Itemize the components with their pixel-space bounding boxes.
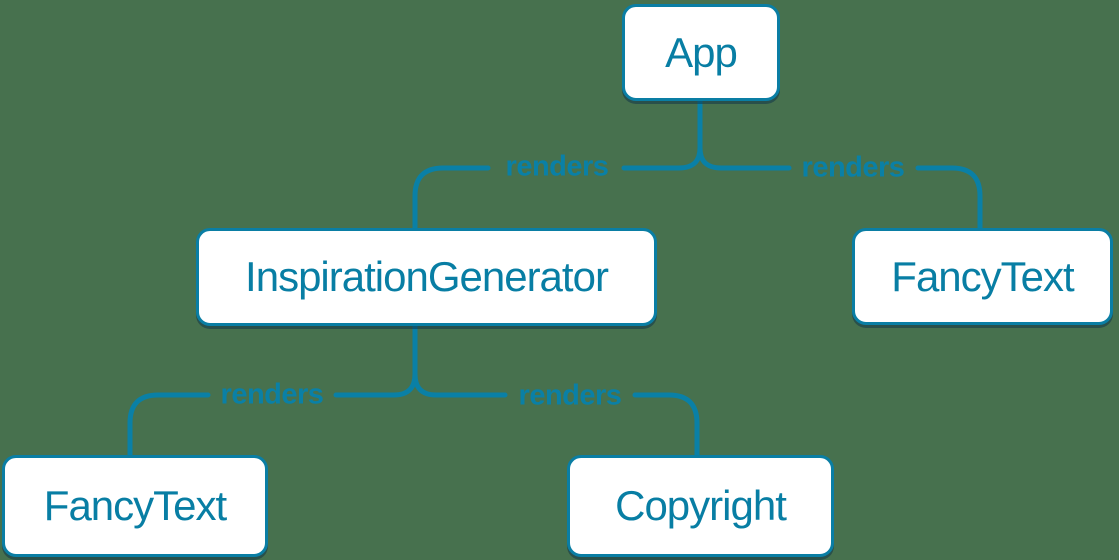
- edge-line-app-inspirationgenerator: [621, 145, 703, 171]
- node-fancy-text-top: FancyText: [852, 228, 1113, 325]
- node-fancy-text-top-label: FancyText: [891, 252, 1074, 300]
- edge-line-inspirationgenerator-copyright: [632, 392, 700, 458]
- node-inspiration-generator: InspirationGenerator: [196, 228, 657, 326]
- node-app: App: [622, 4, 780, 101]
- node-fancy-text-bottom: FancyText: [2, 455, 268, 557]
- edge-label-renders: renders: [801, 151, 905, 184]
- node-app-label: App: [665, 28, 738, 76]
- node-copyright-label: Copyright: [615, 482, 787, 529]
- node-inspiration-generator-label: InspirationGenerator: [245, 253, 609, 300]
- node-copyright: Copyright: [567, 455, 834, 557]
- edge-line-app-fancytext: [697, 145, 792, 171]
- edge-line-app-inspirationgenerator: [412, 165, 491, 231]
- edge-label-renders: renders: [518, 379, 622, 412]
- edge-line-inspirationgenerator-copyright: [412, 371, 508, 398]
- edge-line-inspirationgenerator-fancytext: [127, 392, 211, 458]
- edge-label-renders: renders: [505, 150, 609, 183]
- edge-line-inspirationgenerator-fancytext: [333, 371, 418, 398]
- edge-line-app-fancytext: [915, 165, 983, 231]
- node-fancy-text-bottom-label: FancyText: [43, 482, 227, 529]
- edge-label-renders: renders: [220, 378, 324, 411]
